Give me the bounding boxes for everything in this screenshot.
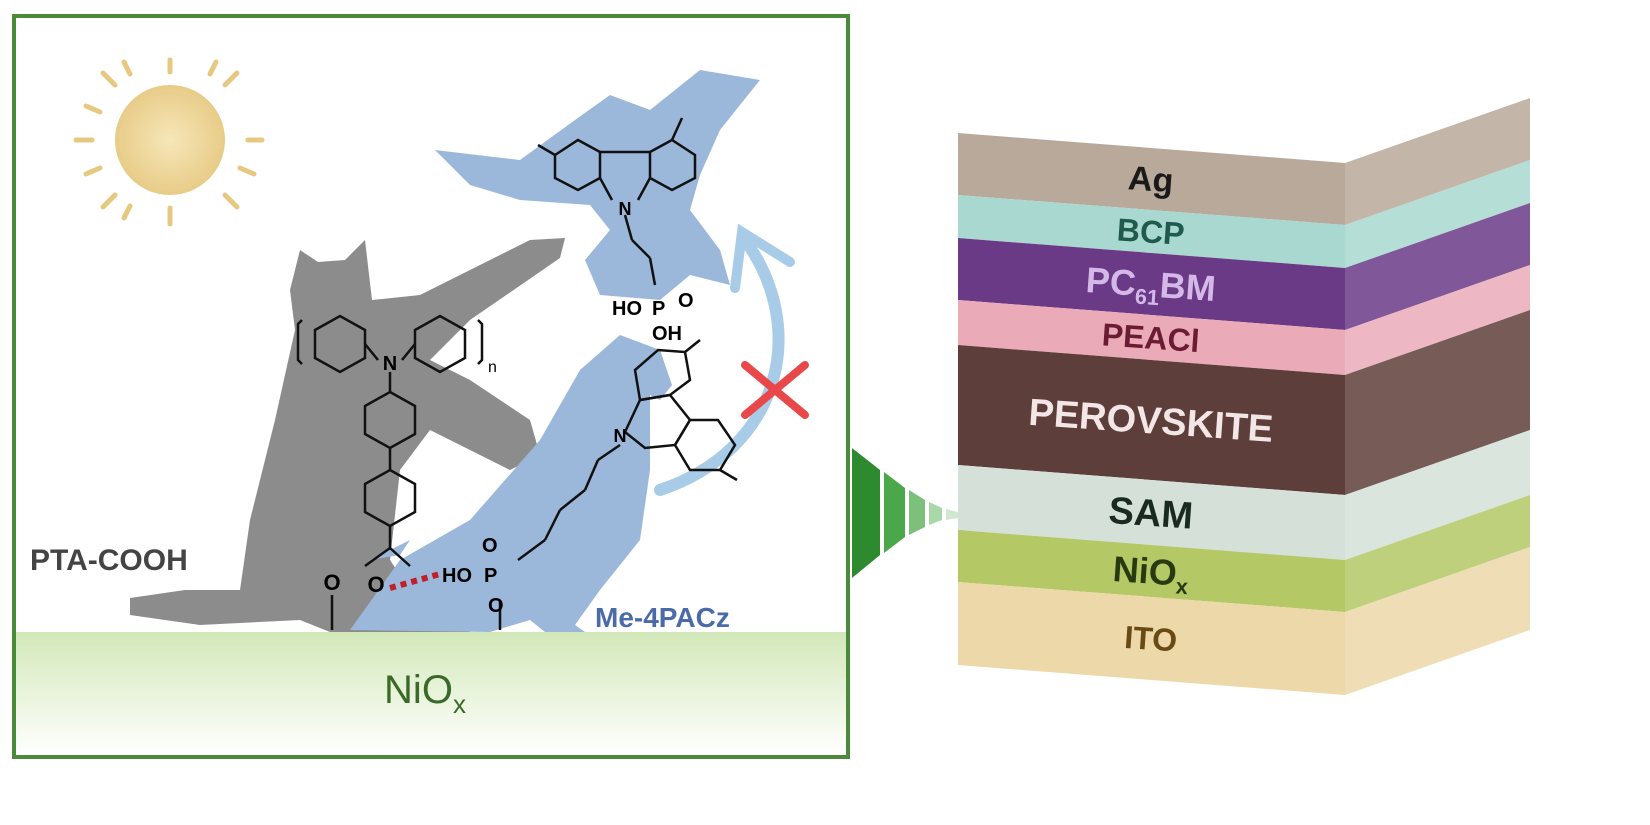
layer-label: Ag	[1127, 159, 1175, 200]
layer-0-side	[1345, 98, 1530, 225]
polymer-label: PTA-COOH	[30, 544, 188, 577]
layer-6-side	[1345, 495, 1530, 612]
layer-6-front	[958, 530, 1345, 612]
layer-7-side	[1345, 547, 1530, 695]
atom-ho-free: HO	[612, 298, 642, 320]
blocked-cross-icon	[741, 361, 809, 419]
layer-label: NiOx	[1111, 548, 1190, 599]
layer-4-front	[958, 345, 1345, 495]
atom-n-carbazole: N	[614, 426, 627, 446]
atom-o-ester: O	[323, 570, 340, 595]
layer-label: PC61BM	[1084, 259, 1217, 314]
me-4pacz-free-structure	[537, 117, 697, 286]
layer-label: PEACl	[1101, 316, 1201, 359]
layer-7-front	[958, 582, 1345, 695]
zoom-funnel	[852, 448, 1022, 578]
layer-5-front	[958, 465, 1345, 560]
layer-3-front	[958, 300, 1345, 375]
atom-oh-free: OH	[652, 323, 682, 345]
layer-label: BCP	[1116, 211, 1186, 252]
atom-p-free: P	[652, 298, 665, 320]
mechanism-panel: NiOx	[12, 14, 850, 759]
layer-label: ITO	[1123, 619, 1178, 659]
atom-ho: HO	[442, 565, 472, 587]
layer-0-front	[958, 133, 1345, 225]
substrate-label: NiOx	[384, 668, 466, 719]
cat-silhouette	[130, 238, 565, 632]
atom-o-double: O	[482, 535, 498, 557]
atom-p: P	[484, 565, 497, 587]
polymer-n: n	[488, 359, 497, 376]
sun-icon	[73, 57, 265, 227]
nio-substrate	[16, 632, 846, 755]
atom-o-surface: O	[488, 595, 504, 617]
layer-5-side	[1345, 430, 1530, 560]
pta-cooh-structure	[296, 314, 484, 630]
atom-n: N	[383, 353, 397, 375]
layer-1-front	[958, 195, 1345, 268]
atom-n-free: N	[619, 199, 632, 219]
sam-label: Me-4PACz	[595, 602, 730, 633]
layer-2-side	[1345, 203, 1530, 330]
perched-bird-silhouette	[350, 335, 672, 632]
atom-o-carbonyl: O	[367, 572, 384, 597]
layer-4-side	[1345, 310, 1530, 495]
arrow-head	[730, 223, 795, 293]
atom-o-free: O	[678, 290, 694, 312]
layer-1-side	[1345, 160, 1530, 268]
layer-2-front	[958, 238, 1345, 330]
layer-3-side	[1345, 265, 1530, 375]
me-4pacz-bound-structure	[498, 339, 738, 630]
layer-label: SAM	[1107, 490, 1194, 538]
hydrogen-bond	[389, 571, 441, 591]
